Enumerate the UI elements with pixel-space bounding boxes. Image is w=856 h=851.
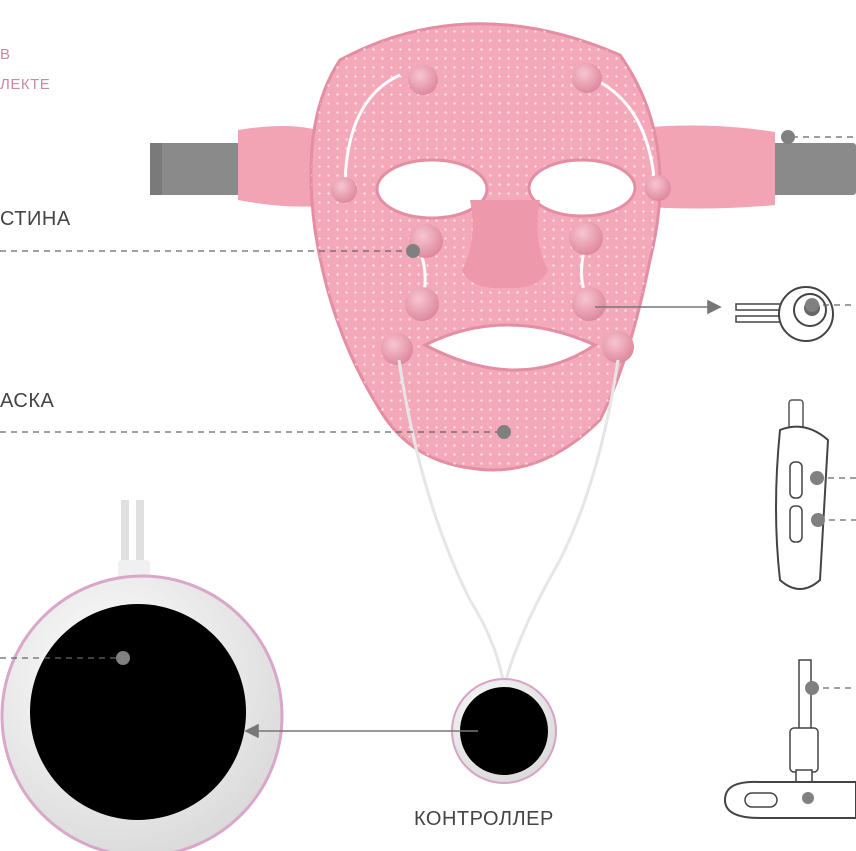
electrode-detail bbox=[736, 287, 833, 341]
face-mask bbox=[311, 24, 660, 470]
controller-large bbox=[2, 500, 282, 851]
strap-right bbox=[765, 143, 856, 195]
strap-left bbox=[150, 143, 245, 195]
usb-cable-detail bbox=[725, 660, 856, 818]
controller-side-view bbox=[776, 400, 828, 589]
